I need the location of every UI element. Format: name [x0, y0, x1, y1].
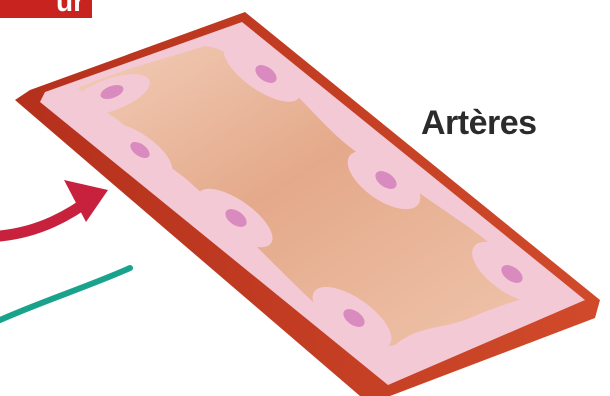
- teal-line: [0, 268, 130, 320]
- artery-label: Artères: [421, 104, 537, 143]
- red-arrow: [0, 180, 108, 236]
